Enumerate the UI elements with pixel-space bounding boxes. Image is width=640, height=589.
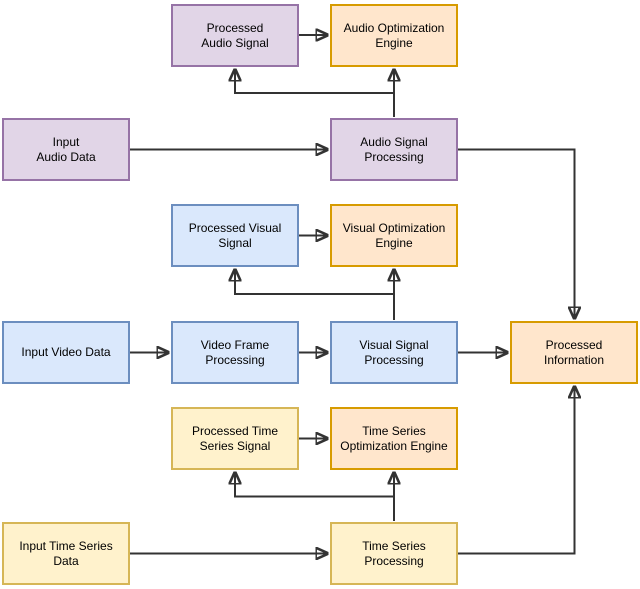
node-label: Time Series: [362, 423, 426, 438]
node-processed-time-series-signal: Processed Time Series Signal: [171, 407, 299, 470]
node-label: Processed Visual: [188, 220, 282, 235]
node-label: Visual Optimization: [342, 220, 446, 235]
node-processed-visual-signal: Processed Visual Signal: [171, 204, 299, 267]
node-label: Audio Signal: [201, 35, 269, 50]
node-label: Processed: [545, 337, 603, 352]
node-visual-optimization-engine: Visual Optimization Engine: [330, 204, 458, 267]
node-input-video-data: Input Video Data: [2, 321, 130, 384]
node-label: Video Frame: [200, 337, 270, 352]
node-time-series-optimization-engine: Time Series Optimization Engine: [330, 407, 458, 470]
node-label: Processed Time: [191, 423, 279, 438]
node-label: Time Series: [362, 538, 426, 553]
edge-audio-signal-processing-to-processed-audio-signal: [235, 69, 395, 117]
node-label: Processing: [364, 553, 424, 568]
node-label: Processed: [206, 20, 264, 35]
node-video-frame-processing: Video Frame Processing: [171, 321, 299, 384]
node-label: Signal: [218, 235, 252, 250]
edge-time-series-processing-to-processed-information: [458, 386, 575, 555]
node-label: Data: [53, 553, 79, 568]
node-label: Audio Data: [36, 149, 96, 164]
node-label: Audio Signal: [360, 134, 428, 149]
node-label: Audio Optimization: [343, 20, 445, 35]
node-label: Input: [52, 134, 80, 149]
node-input-audio-data: Input Audio Data: [2, 118, 130, 181]
node-input-time-series-data: Input Time Series Data: [2, 522, 130, 585]
node-label: Processing: [364, 149, 424, 164]
node-audio-signal-processing: Audio Signal Processing: [330, 118, 458, 181]
node-label: Input Video Data: [21, 345, 111, 359]
node-processed-audio-signal: Processed Audio Signal: [171, 4, 299, 67]
node-time-series-processing: Time Series Processing: [330, 522, 458, 585]
node-label: Optimization Engine: [340, 438, 448, 453]
node-label: Engine: [375, 235, 413, 250]
node-label: Series Signal: [199, 438, 271, 453]
node-label: Engine: [375, 35, 413, 50]
node-audio-optimization-engine: Audio Optimization Engine: [330, 4, 458, 67]
node-label: Processing: [205, 352, 265, 367]
edge-audio-signal-processing-to-processed-information: [458, 148, 575, 320]
node-label: Information: [543, 352, 605, 367]
node-visual-signal-processing: Visual Signal Processing: [330, 321, 458, 384]
edge-time-series-processing-to-processed-time-series-signal: [235, 472, 395, 521]
edge-visual-signal-processing-to-processed-visual-signal: [235, 269, 395, 320]
node-label: Input Time Series: [19, 538, 113, 553]
node-label: Processing: [364, 352, 424, 367]
node-processed-information: Processed Information: [510, 321, 638, 384]
node-label: Visual Signal: [359, 337, 429, 352]
